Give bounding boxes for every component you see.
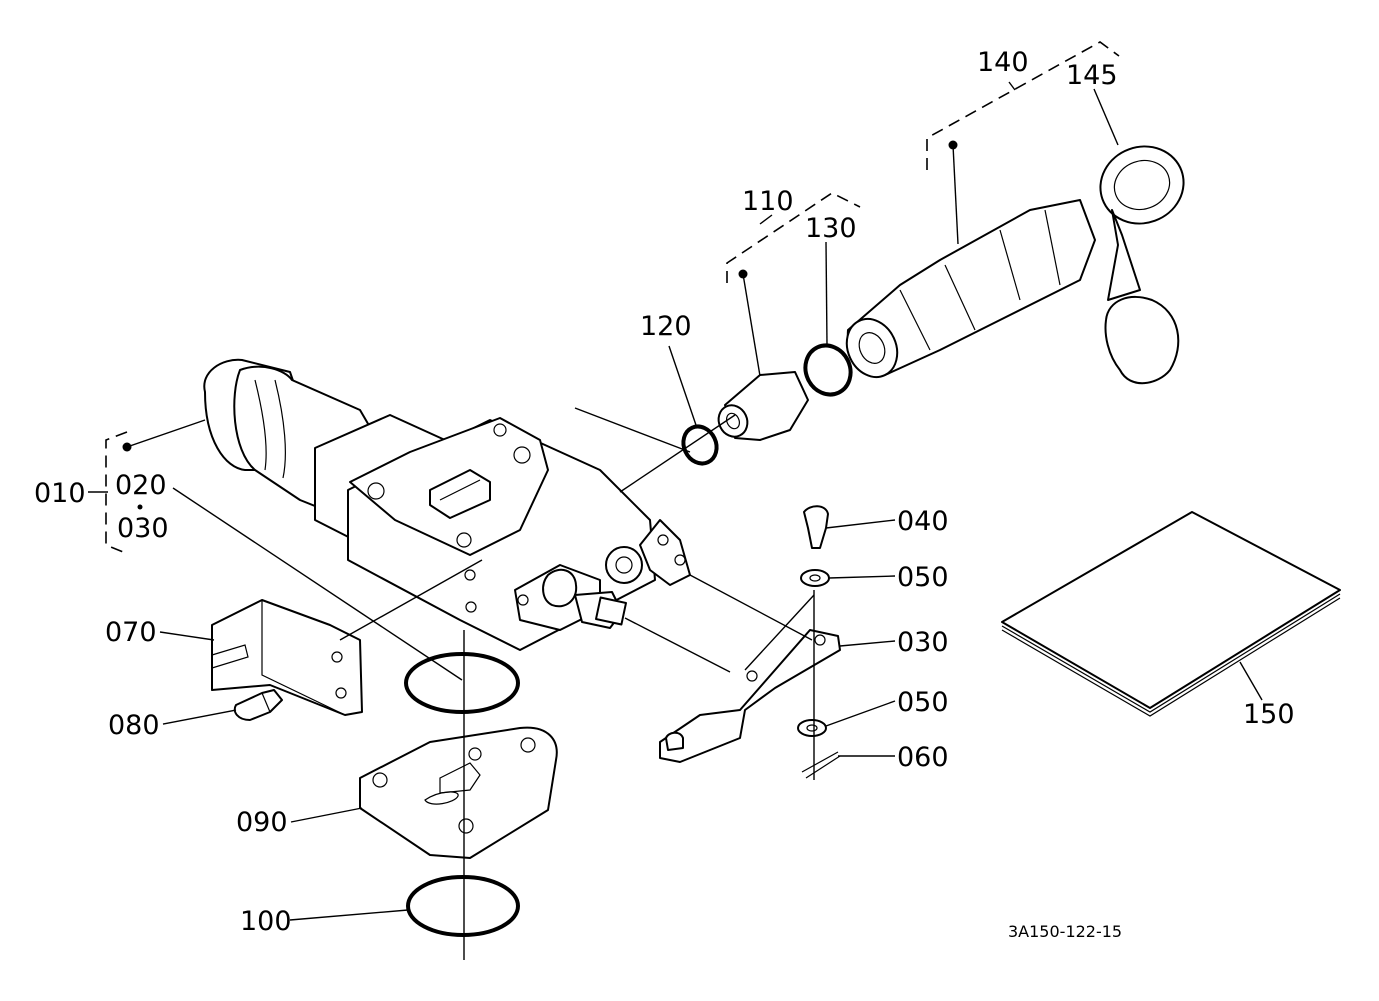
- label-020: 020: [115, 470, 167, 501]
- label-030-set: 030: [117, 513, 169, 544]
- label-050-top: 050: [897, 562, 949, 593]
- label-140: 140: [977, 47, 1029, 78]
- o-ring-body: [404, 652, 520, 714]
- link-plate: [659, 629, 841, 763]
- label-110: 110: [742, 186, 794, 217]
- bracket-010: [105, 431, 129, 555]
- set-dot-020-030: [137, 504, 143, 510]
- label-120: 120: [640, 311, 692, 342]
- dust-cap: [1099, 145, 1185, 385]
- bracket: [211, 599, 363, 716]
- adapter: [717, 371, 809, 441]
- label-100: 100: [240, 906, 292, 937]
- cotter-pin: [801, 751, 841, 779]
- o-ring-100: [406, 875, 520, 937]
- plug: [233, 689, 283, 721]
- label-090: 090: [236, 807, 288, 838]
- washer-top: [800, 569, 830, 587]
- label-145: 145: [1066, 60, 1118, 91]
- label-080: 080: [108, 710, 160, 741]
- label-070: 070: [105, 617, 157, 648]
- drawing-code: 3A150-122-15: [1008, 922, 1122, 941]
- label-150: 150: [1243, 699, 1295, 730]
- o-ring-130: [803, 343, 853, 397]
- label-030-link: 030: [897, 627, 949, 658]
- o-ring-120: [681, 424, 719, 466]
- label-060: 060: [897, 742, 949, 773]
- control-valve-body: [203, 358, 691, 651]
- label-050-bottom: 050: [897, 687, 949, 718]
- cover-plate: [359, 726, 558, 859]
- label-040: 040: [897, 506, 949, 537]
- label-130: 130: [805, 213, 857, 244]
- bracket-110: [726, 192, 861, 283]
- construction-lines: [172, 407, 815, 960]
- leader-lines: [88, 81, 1263, 921]
- pin: [803, 505, 829, 549]
- washer-bottom: [797, 719, 827, 737]
- label-010: 010: [34, 478, 86, 509]
- quick-coupler: [845, 199, 1096, 379]
- manual-booklet: [1001, 511, 1341, 717]
